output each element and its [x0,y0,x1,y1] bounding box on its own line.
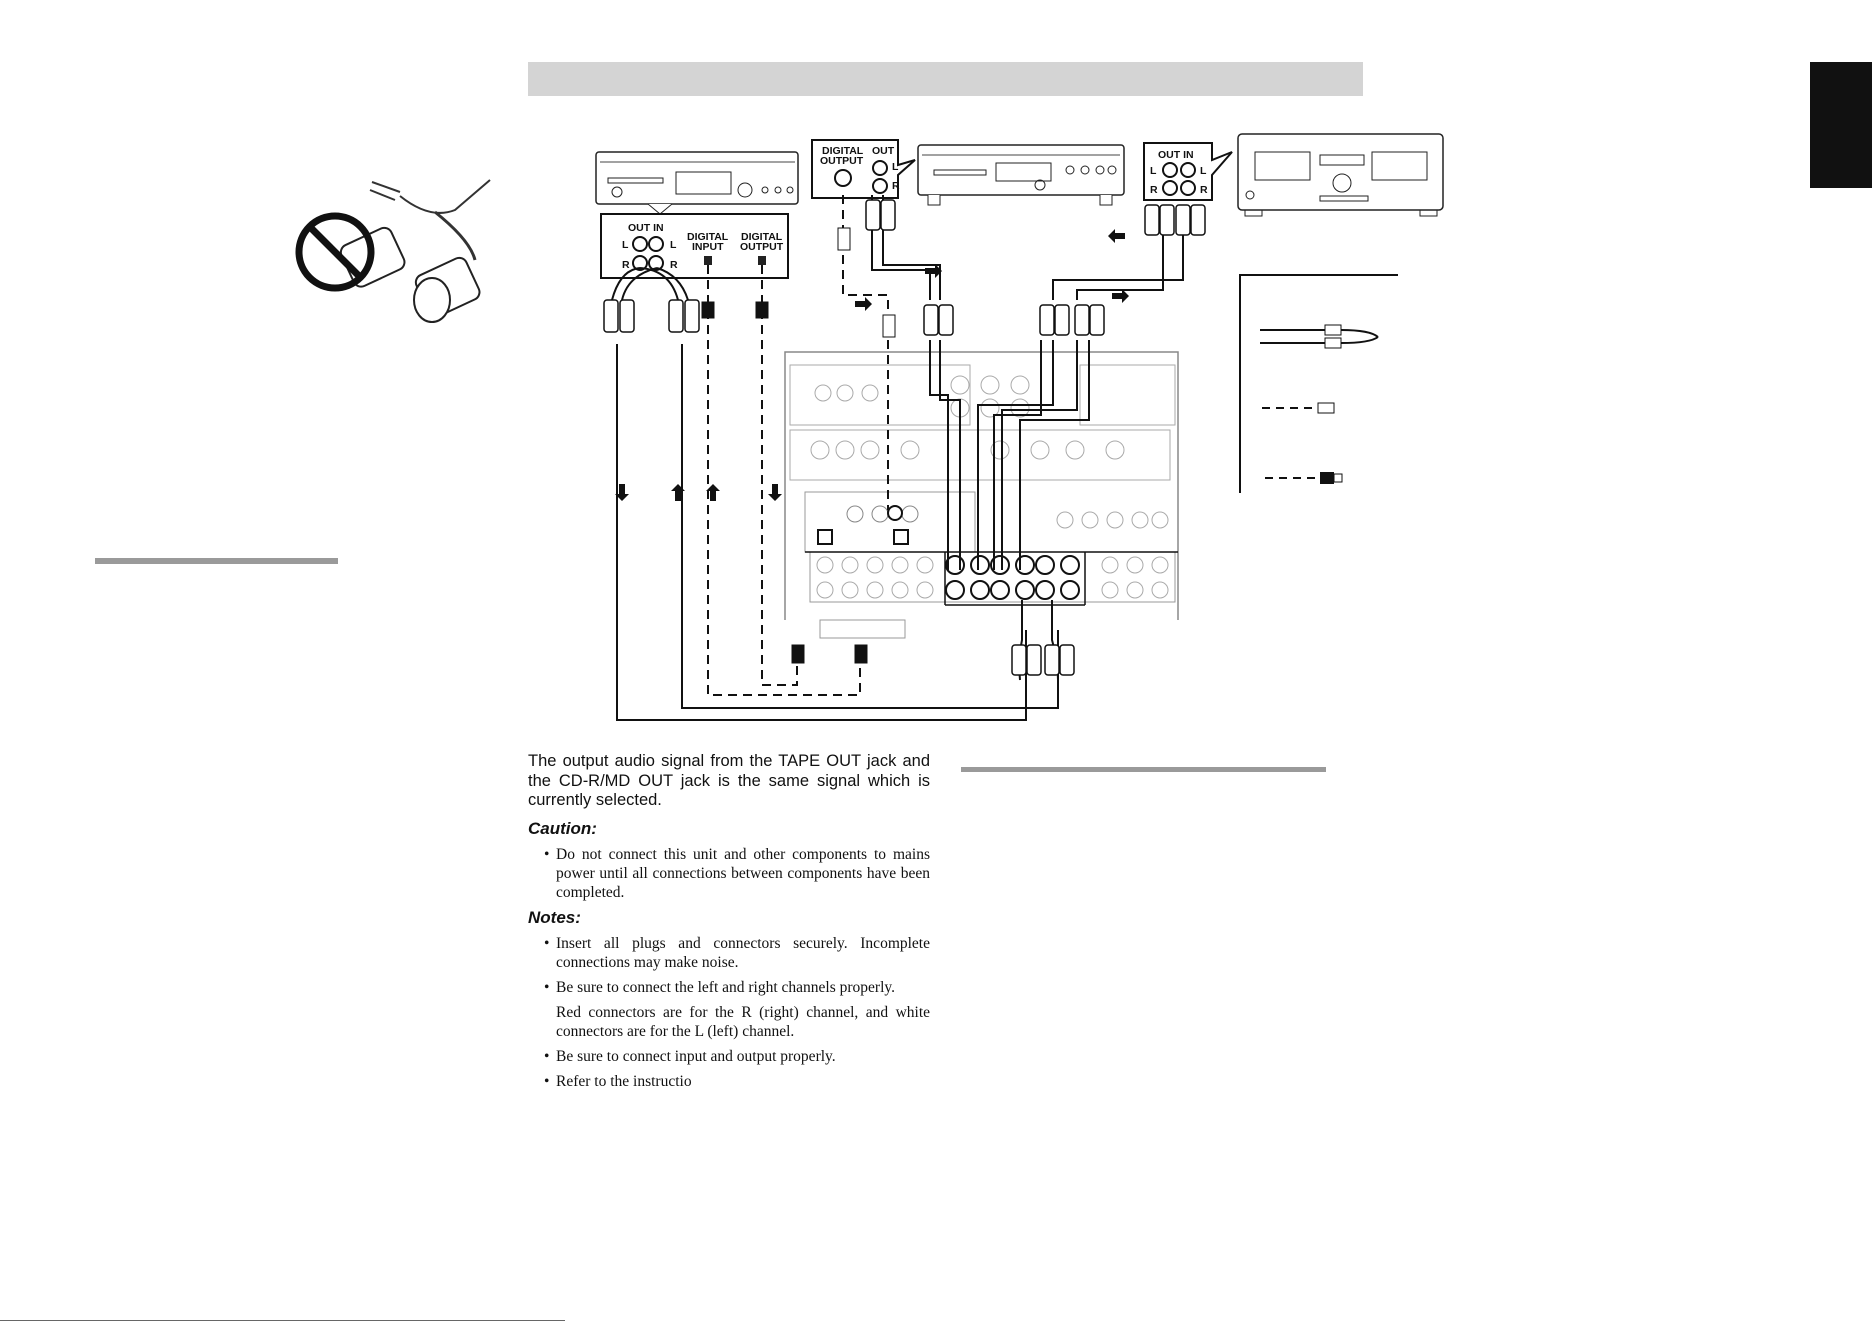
section-header-band [528,62,1363,96]
right-column-rule [961,767,1326,772]
md-digital-input-label-2: INPUT [692,241,724,253]
md-digital-input-label-1: DIGITAL [687,231,729,243]
tape-right-label-a: R [1150,184,1158,196]
note-item: •Insert all plugs and connectors securel… [544,934,930,971]
receiver-rear-panel [784,351,1179,639]
md-left-label-b: L [670,239,677,251]
tape-out-in-label: OUT IN [1158,149,1194,161]
rca-plugs [603,199,1206,676]
md-digital-output-label-2: OUTPUT [740,241,784,253]
footer-rule [0,1320,565,1321]
connection-diagram: OUT IN DIGITAL INPUT DIGITAL OUTPUT L L … [295,133,1444,721]
no-twisting-wires-icon [295,179,491,323]
note-item: •Be sure to connect input and output pro… [544,1047,836,1065]
note-item: •Refer to the instructio [544,1072,692,1090]
tape-left-label-b: L [1200,165,1207,177]
tape-left-label-a: L [1150,165,1157,177]
body-text-column: The output audio signal from the TAPE OU… [528,752,930,1097]
md-digital-output-label-1: DIGITAL [741,231,783,243]
cd-player-device [917,144,1125,206]
digital-plugs [701,227,896,664]
md-right-label-a: R [622,259,630,271]
cable-legend [1239,274,1398,493]
cd-right-label: R [892,180,900,192]
arrow-icon [615,229,1129,501]
tape-deck-panel: OUT IN L L R R [1143,142,1233,201]
tape-deck-device [1237,133,1444,217]
caution-heading: Caution: [528,818,597,838]
md-recorder-back-panel: OUT IN DIGITAL INPUT DIGITAL OUTPUT L L … [600,213,789,279]
intro-paragraph: The output audio signal from the TAPE OU… [528,752,930,809]
caution-item: •Do not connect this unit and other comp… [544,845,930,901]
side-index-tab [1810,62,1872,188]
md-left-label-a: L [622,239,629,251]
cd-digital-output-label-2: OUTPUT [820,155,864,167]
md-recorder-device [595,151,799,215]
note-subparagraph: Red connectors are for the R (right) cha… [556,1003,930,1040]
cd-digital-output-label-1: DIGITAL [822,145,864,157]
cd-left-label: L [892,161,899,173]
note-item: •Be sure to connect the left and right c… [544,978,896,996]
notes-heading: Notes: [528,907,581,927]
tape-right-label-b: R [1200,184,1208,196]
cd-out-label: OUT [872,145,895,157]
md-out-in-label: OUT IN [628,222,664,234]
cd-player-panel: DIGITAL OUTPUT OUT L R [811,139,916,199]
left-column-rule [95,558,338,564]
md-right-label-b: R [670,259,678,271]
